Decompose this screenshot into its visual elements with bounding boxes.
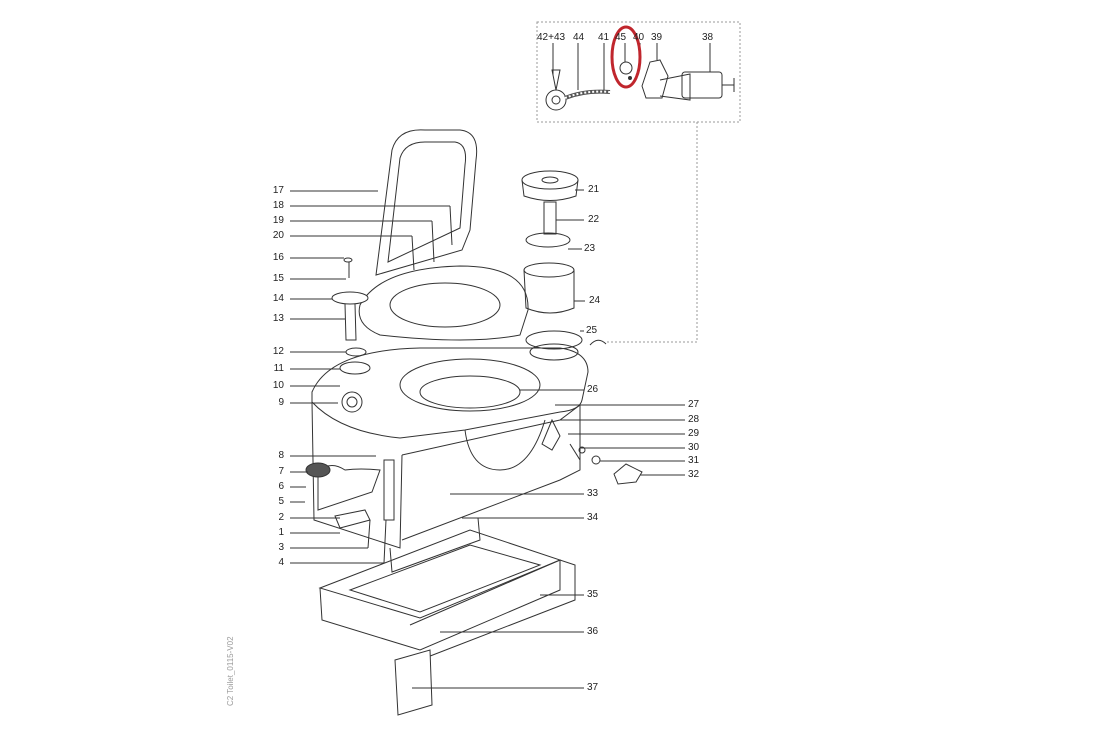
label-32: 32 (688, 469, 700, 480)
label-40: 40 (633, 32, 645, 43)
label-25: 25 (586, 325, 598, 336)
label-21: 21 (588, 184, 600, 195)
label-13: 13 (272, 313, 284, 324)
label-33: 33 (587, 488, 599, 499)
label-35: 35 (587, 589, 599, 600)
label-22: 22 (588, 214, 600, 225)
leaders-right (412, 189, 685, 689)
label-28: 28 (688, 414, 700, 425)
label-12: 12 (272, 346, 284, 357)
label-19: 19 (272, 215, 284, 226)
highlight-circle-45 (610, 25, 642, 89)
label-45: 45 (615, 32, 627, 43)
label-8: 8 (278, 450, 284, 461)
label-16: 16 (272, 252, 284, 263)
label-44: 44 (573, 32, 585, 43)
label-23: 23 (584, 243, 596, 254)
label-37: 37 (587, 682, 599, 693)
inset-connector (607, 122, 698, 343)
label-3: 3 (278, 542, 284, 553)
toilet-lid (375, 129, 478, 276)
inset-leaders (552, 43, 711, 90)
label-9: 9 (278, 397, 284, 408)
label-36: 36 (587, 626, 599, 637)
label-31: 31 (688, 455, 700, 466)
label-17: 17 (272, 185, 284, 196)
label-26: 26 (587, 384, 599, 395)
label-18: 18 (272, 200, 284, 211)
label-5: 5 (278, 496, 284, 507)
label-24: 24 (589, 295, 601, 306)
drawing-code: C2 Toilet_0115-V02 (226, 636, 235, 706)
label-39: 39 (651, 32, 663, 43)
label-15: 15 (272, 273, 284, 284)
label-30: 30 (688, 442, 700, 453)
label-27: 27 (688, 399, 700, 410)
waste-tank (318, 517, 576, 716)
inset-box (536, 21, 741, 123)
label-38: 38 (702, 32, 714, 43)
label-42-43: 42+43 (537, 32, 566, 43)
label-10: 10 (272, 380, 284, 391)
toilet-seat (358, 265, 529, 341)
label-11: 11 (273, 363, 284, 374)
label-20: 20 (272, 230, 284, 241)
label-1: 1 (278, 527, 284, 538)
label-7: 7 (278, 466, 284, 477)
inset-parts (545, 59, 735, 111)
label-41: 41 (598, 32, 610, 43)
label-34: 34 (587, 512, 599, 523)
label-4: 4 (278, 557, 284, 568)
leaders-left (290, 190, 453, 564)
label-29: 29 (688, 428, 700, 439)
parts-right (521, 170, 643, 485)
toilet-body (311, 347, 589, 549)
label-14: 14 (272, 293, 284, 304)
label-2: 2 (278, 512, 284, 523)
label-6: 6 (278, 481, 284, 492)
